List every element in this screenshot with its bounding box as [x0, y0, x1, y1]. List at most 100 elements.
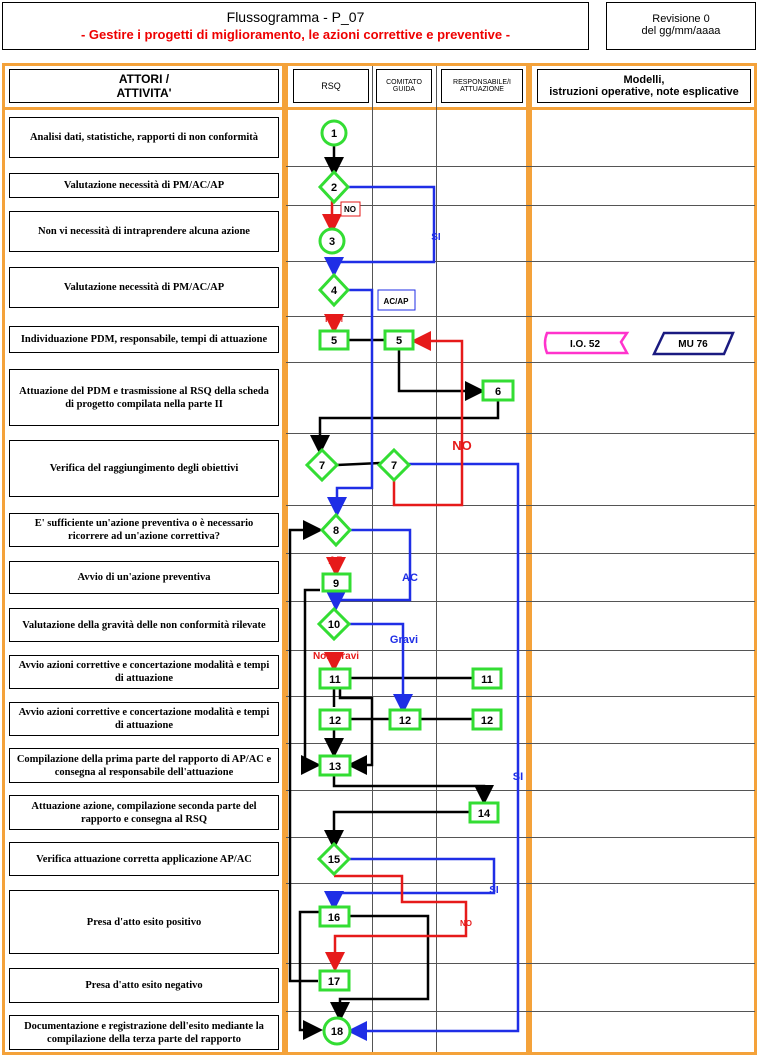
- node-labels: 1 2 3 4 5 5 6 7 7 8 9 10 11 11 12 12 12 …: [319, 128, 501, 1038]
- activity-5: Individuazione PDM, responsabile, tempi …: [9, 326, 279, 353]
- blue-connectors: [324, 185, 520, 1041]
- revision-label: Revisione 0: [652, 13, 710, 25]
- node-7a: [304, 447, 340, 483]
- node-5b-label: 5: [396, 335, 402, 347]
- node-6-label: 6: [495, 386, 501, 398]
- label-acap: AC/AP: [384, 297, 410, 306]
- label-si-2: SI: [431, 232, 441, 243]
- node-3: [318, 227, 346, 255]
- revision-box: Revisione 0 del gg/mm/aaaa: [606, 2, 756, 50]
- title-box: Flussogramma - P_07 - Gestire i progetti…: [2, 2, 589, 50]
- label-non-gravi: Non gravi: [313, 651, 359, 662]
- column-divider-rsq-comitato: [372, 66, 373, 1052]
- node-1-label: 1: [331, 128, 337, 140]
- node-12a: [318, 708, 352, 731]
- activity-15: Verifica attuazione corretta applicazion…: [9, 842, 279, 876]
- node-5b: [383, 329, 415, 351]
- label-si-7: SI: [513, 771, 523, 783]
- node-7b-label: 7: [391, 460, 397, 472]
- header-divider: [2, 107, 757, 110]
- node-4: [317, 272, 351, 308]
- node-9: [321, 572, 352, 593]
- node-10: [316, 606, 352, 642]
- node-8-label: 8: [333, 525, 339, 537]
- black-connectors: [288, 146, 500, 1040]
- node-18: [322, 1016, 352, 1046]
- io-52-label: I.O. 52: [570, 339, 600, 350]
- page-title: Flussogramma - P_07: [226, 9, 365, 25]
- header-rsq: RSQ: [293, 69, 369, 103]
- activity-6: Attuazione del PDM e trasmissione al RSQ…: [9, 369, 279, 426]
- node-13-label: 13: [329, 761, 341, 773]
- activity-2: Valutazione necessità di PM/AC/AP: [9, 173, 279, 198]
- node-5a: [318, 329, 350, 351]
- node-16-label: 16: [328, 912, 340, 924]
- roles-column-frame: [285, 63, 529, 1055]
- node-3-label: 3: [329, 236, 335, 248]
- activity-7: Verifica del raggiungimento degli obiett…: [9, 440, 279, 497]
- flow-nodes: [304, 119, 515, 1046]
- node-9-label: 9: [333, 578, 339, 590]
- node-12b-label: 12: [399, 715, 411, 727]
- label-no-2: NO: [344, 205, 356, 214]
- node-7b: [376, 447, 412, 483]
- label-no-15: NO: [460, 919, 472, 928]
- node-15-label: 15: [328, 854, 340, 866]
- node-8: [319, 512, 353, 548]
- node-14: [468, 801, 500, 824]
- activity-1: Analisi dati, statistiche, rapporti di n…: [9, 117, 279, 158]
- header-responsabili: RESPONSABILE/I ATTUAZIONE: [441, 69, 523, 103]
- activity-16: Presa d'atto esito positivo: [9, 890, 279, 954]
- node-7a-label: 7: [319, 460, 325, 472]
- io-52-shape: [543, 331, 630, 355]
- activity-9: Avvio di un'azione preventiva: [9, 561, 279, 594]
- activity-18: Documentazione e registrazione dell'esit…: [9, 1015, 279, 1050]
- label-si-15: SI: [489, 885, 499, 896]
- node-1: [320, 119, 348, 147]
- node-13: [318, 754, 352, 777]
- node-10-label: 10: [328, 619, 340, 631]
- models-column-frame: [529, 63, 757, 1055]
- label-ap: AP: [328, 555, 343, 567]
- node-11b: [471, 667, 503, 690]
- edge-labels: NO SI AC/AP PDM NO AP AC Gravi Non gravi…: [313, 201, 523, 928]
- document-references: I.O. 52 MU 76: [543, 331, 735, 356]
- node-11a-label: 11: [329, 674, 341, 686]
- activity-4: Valutazione necessità di PM/AC/AP: [9, 267, 279, 308]
- node-18-label: 18: [331, 1026, 343, 1038]
- activity-12: Avvio azioni correttive e concertazione …: [9, 702, 279, 736]
- red-connectors: [322, 201, 468, 972]
- node-14-label: 14: [478, 808, 491, 820]
- node-6: [481, 379, 515, 402]
- label-pdm: PDM: [325, 315, 343, 324]
- node-2-label: 2: [331, 182, 337, 194]
- header-comitato: COMITATO GUIDA: [376, 69, 432, 103]
- header-modelli: Modelli, istruzioni operative, note espl…: [537, 69, 751, 103]
- node-12c-label: 12: [481, 715, 493, 727]
- page-subtitle: - Gestire i progetti di miglioramento, l…: [80, 27, 511, 42]
- activity-17: Presa d'atto esito negativo: [9, 968, 279, 1003]
- node-11a: [318, 667, 352, 690]
- node-12a-label: 12: [329, 715, 341, 727]
- mu-76-shape: [652, 331, 735, 356]
- node-12c: [471, 708, 503, 731]
- node-12b: [388, 708, 422, 731]
- node-17: [318, 969, 351, 992]
- label-gravi: Gravi: [390, 634, 418, 646]
- revision-date: del gg/mm/aaaa: [641, 25, 721, 37]
- node-15: [316, 841, 352, 877]
- node-11b-label: 11: [481, 674, 493, 686]
- node-17-label: 17: [328, 976, 340, 988]
- activity-13: Compilazione della prima parte del rappo…: [9, 748, 279, 783]
- activity-3: Non vi necessità di intraprendere alcuna…: [9, 211, 279, 252]
- actors-column-frame: [2, 63, 285, 1055]
- header-actors: ATTORI / ATTIVITA': [9, 69, 279, 103]
- label-ac: AC: [402, 572, 418, 584]
- node-16: [318, 905, 351, 928]
- node-2: [317, 169, 351, 205]
- activity-10: Valutazione della gravità delle non conf…: [9, 608, 279, 642]
- column-divider-comitato-responsabili: [436, 66, 437, 1052]
- node-4-label: 4: [331, 285, 338, 297]
- activity-8: E' sufficiente un'azione preventiva o è …: [9, 513, 279, 547]
